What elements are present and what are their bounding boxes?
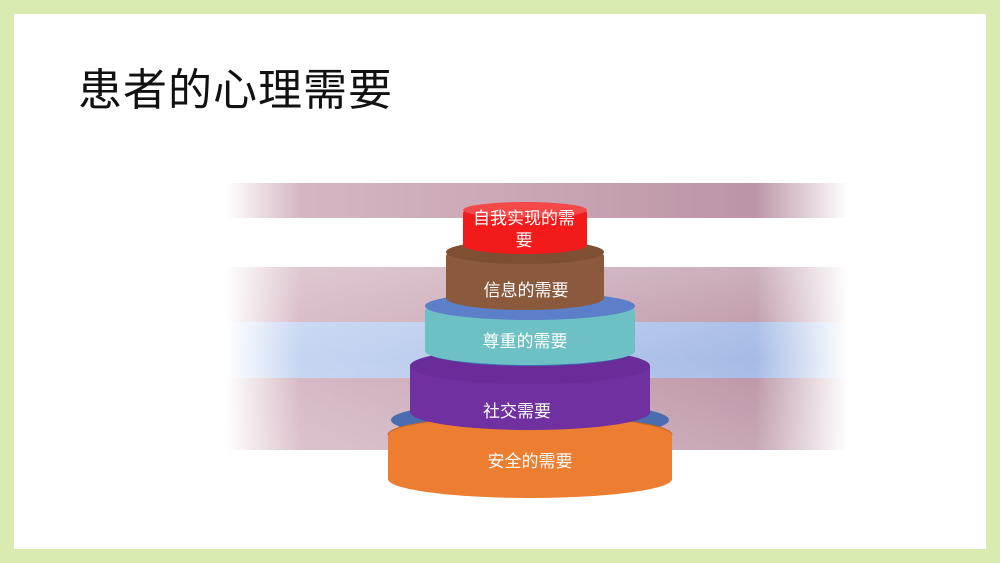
page-title: 患者的心理需要 bbox=[78, 65, 393, 116]
tier-social-label: 社交需要 bbox=[483, 402, 551, 422]
tier-self-actualization: 自我实现的需 要 bbox=[463, 202, 587, 254]
slide: 患者的心理需要 bbox=[14, 14, 986, 549]
tier-safety-label: 安全的需要 bbox=[488, 452, 573, 472]
needs-pyramid-diagram: 安全的需要 社交需要 尊重的需要 信息的需要 自我实现的需 要 bbox=[226, 183, 848, 498]
tier-respect-label: 尊重的需要 bbox=[483, 332, 568, 352]
tier-self-actualization-label-line1: 自我实现的需 bbox=[473, 209, 575, 229]
tier-self-actualization-label-line2: 要 bbox=[516, 231, 533, 251]
tier-information-label: 信息的需要 bbox=[484, 281, 569, 301]
